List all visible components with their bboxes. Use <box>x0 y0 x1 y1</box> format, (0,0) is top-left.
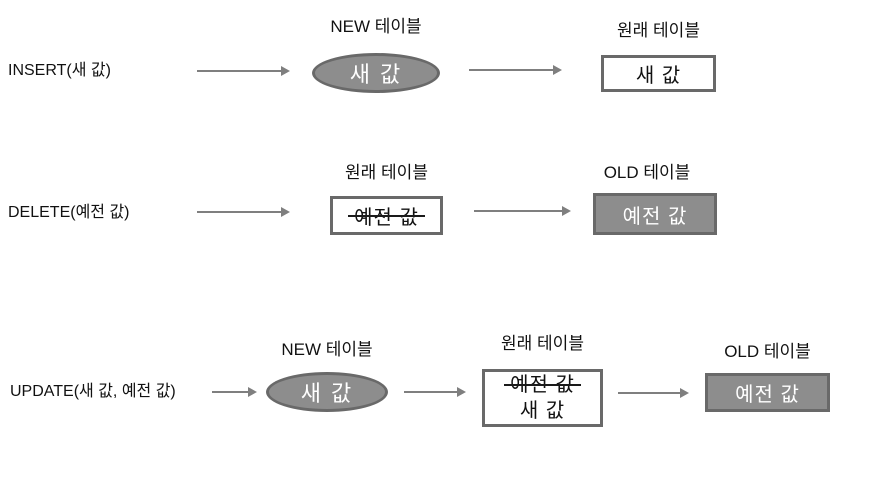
node-value: 새 값 <box>349 62 403 87</box>
old-table-node: 예전 값 <box>705 373 830 412</box>
original-table-node: 예전 값 새 값 <box>482 369 603 427</box>
arrow-icon <box>212 387 257 397</box>
node-value: 새 값 <box>300 381 354 406</box>
node-value-strikethrough: 예전 값 <box>348 201 425 230</box>
arrow-icon <box>404 387 466 397</box>
new-table-node: 새 값 <box>266 372 388 412</box>
arrow-icon <box>469 65 562 75</box>
arrow-icon <box>197 66 290 76</box>
operation-label-delete: DELETE(예전 값) <box>8 204 130 221</box>
old-table-node: 예전 값 <box>593 193 717 235</box>
original-table-node: 새 값 <box>601 55 716 92</box>
node-value-strikethrough: 예전 값 <box>504 374 581 396</box>
node-title-original-table: 원래 테이블 <box>617 21 700 40</box>
node-title-new-table: NEW 테이블 <box>281 340 373 359</box>
node-title-original-table: 원래 테이블 <box>501 334 584 353</box>
node-title-old-table: OLD 테이블 <box>724 342 811 361</box>
node-value: 예전 값 <box>735 384 800 406</box>
node-value: 예전 값 <box>622 205 688 228</box>
operation-label-update: UPDATE(새 값, 예전 값) <box>10 383 176 400</box>
node-title-original-table: 원래 테이블 <box>345 163 428 182</box>
arrow-icon <box>197 207 290 217</box>
arrow-icon <box>474 206 571 216</box>
arrow-icon <box>618 388 689 398</box>
original-table-node: 예전 값 <box>330 196 443 235</box>
node-value: 새 값 <box>635 65 682 87</box>
node-value: 새 값 <box>519 400 566 422</box>
operation-label-insert: INSERT(새 값) <box>8 62 111 79</box>
new-table-node: 새 값 <box>312 53 440 93</box>
node-title-new-table: NEW 테이블 <box>330 17 422 36</box>
node-title-old-table: OLD 테이블 <box>603 163 691 182</box>
